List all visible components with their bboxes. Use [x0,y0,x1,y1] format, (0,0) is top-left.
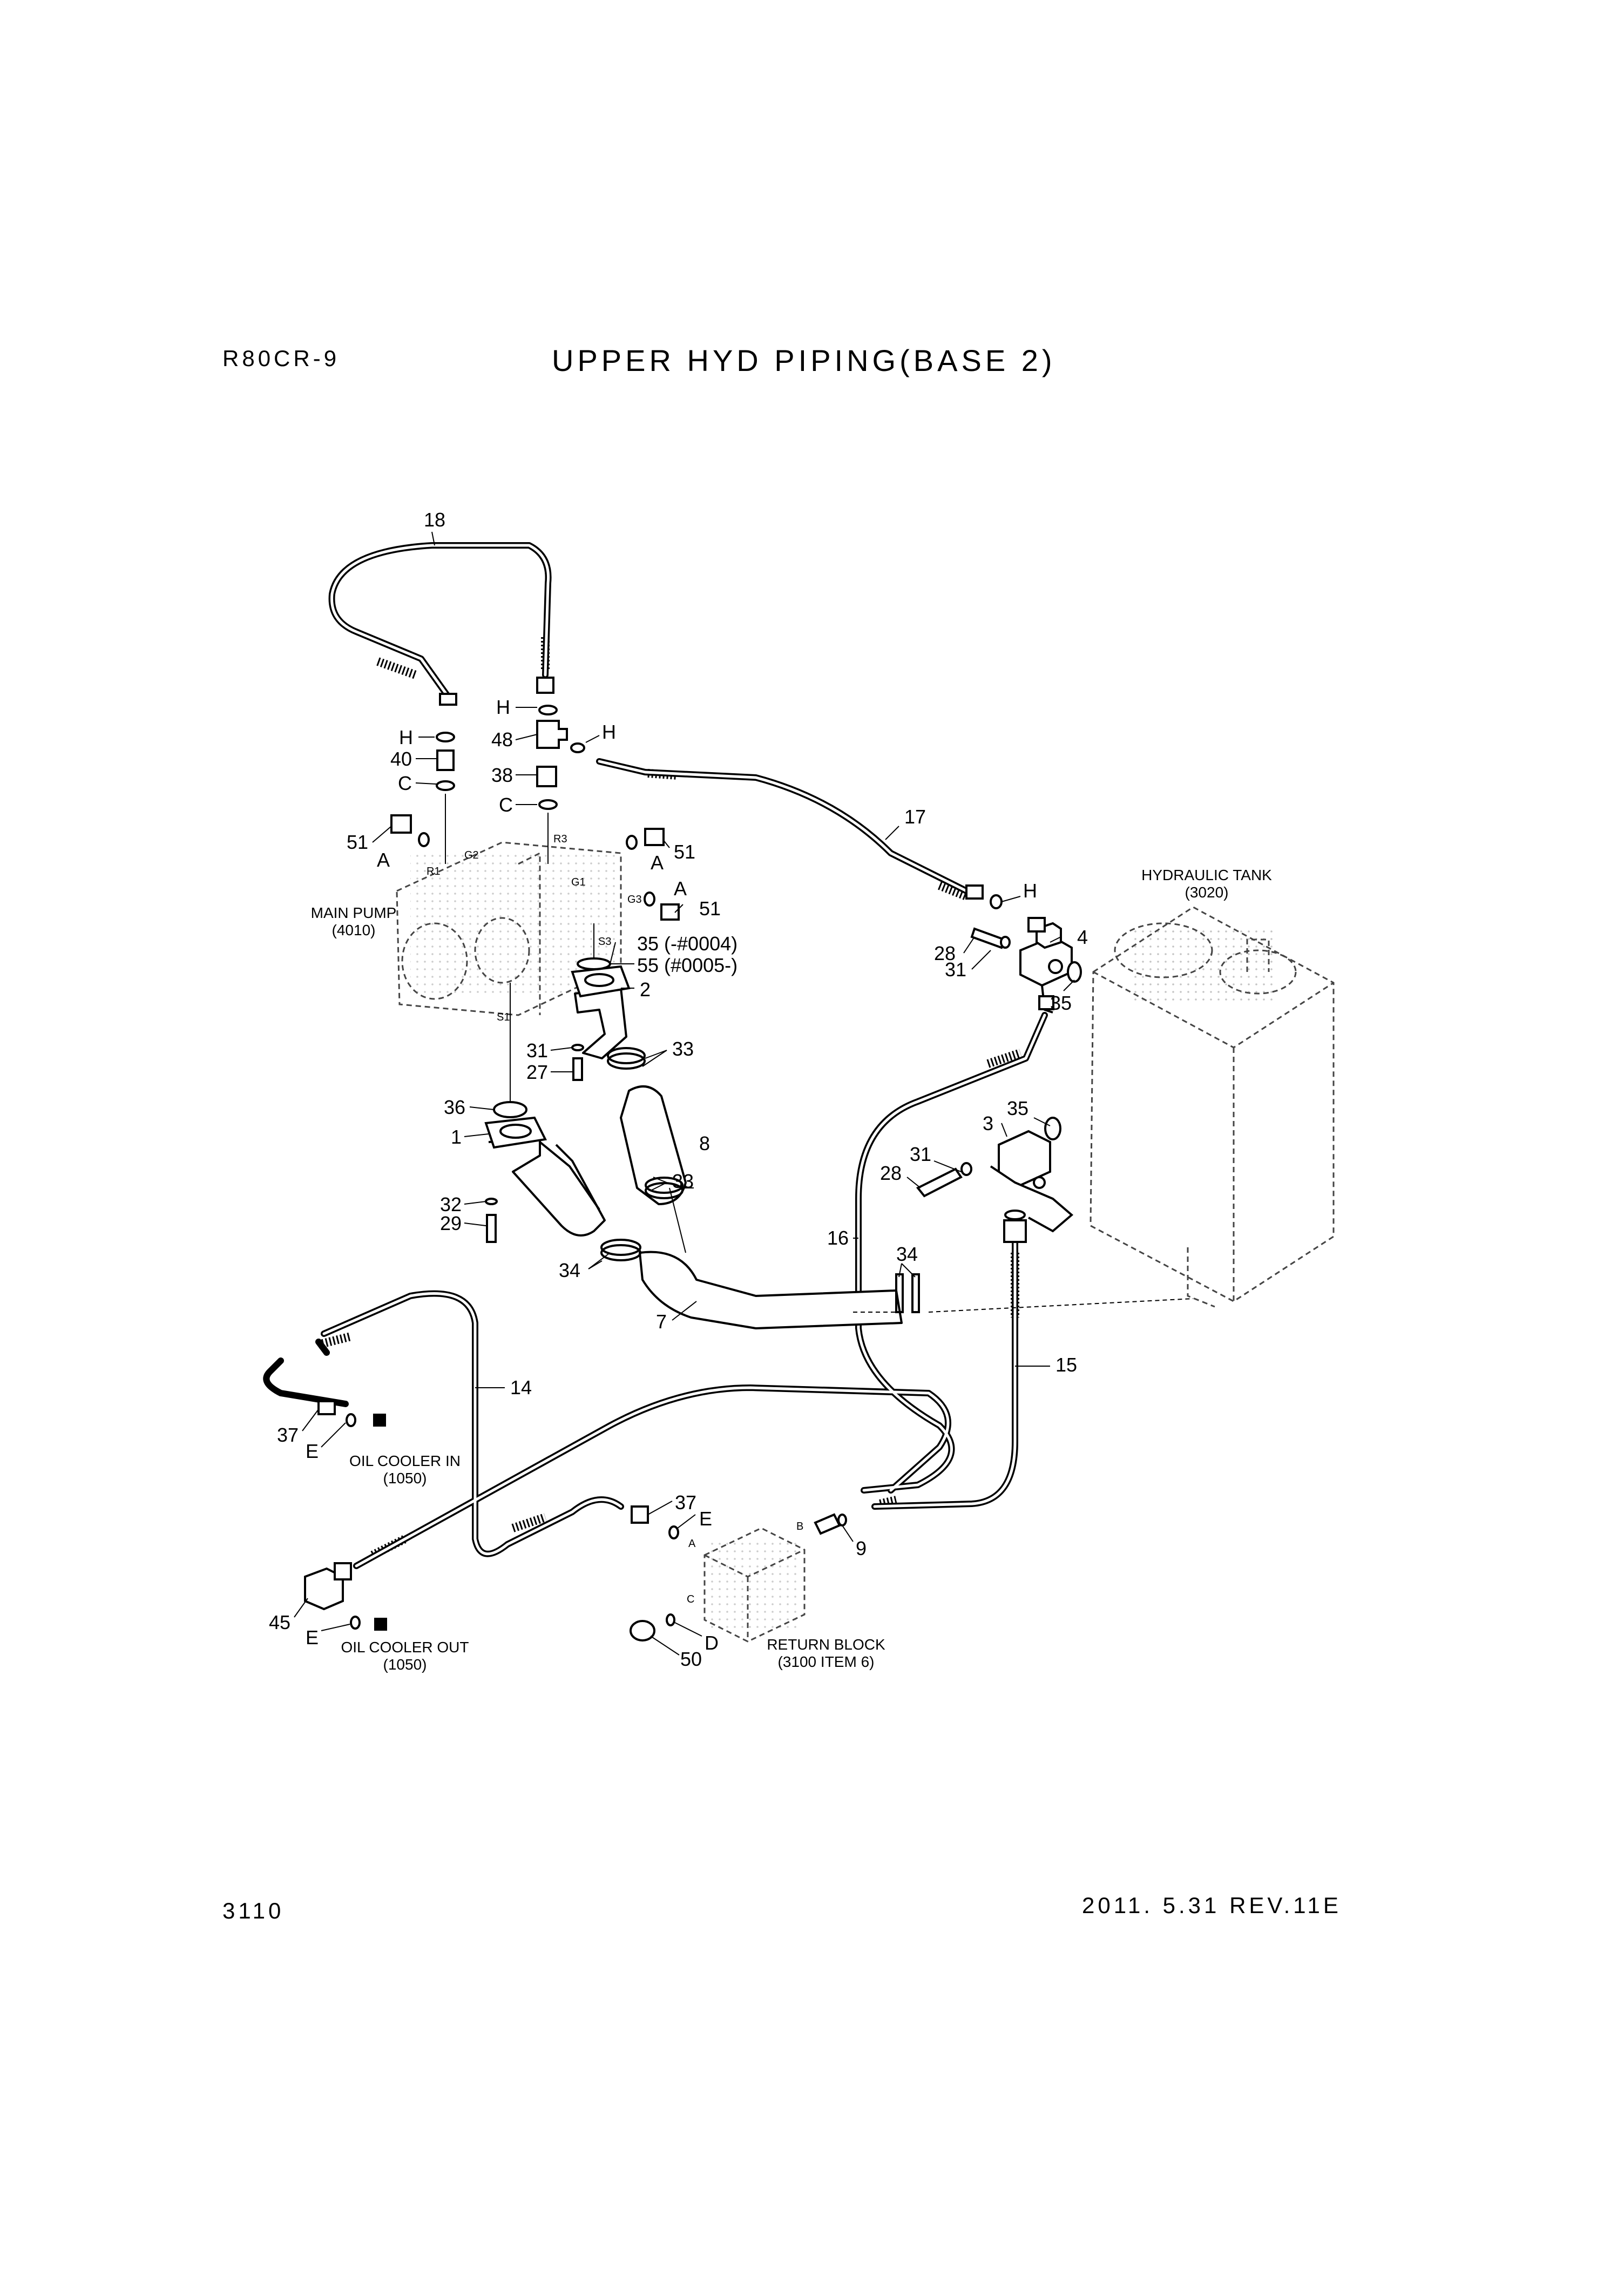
callout-d: D [705,1632,719,1654]
callout-51-left: 51 [347,831,368,853]
hose-18 [328,542,552,700]
callout-h-right: H [602,721,616,743]
callout-1: 1 [451,1126,462,1148]
callout-e-left: E [306,1440,319,1462]
return-block-ref: (3100 ITEM 6) [778,1653,875,1670]
page-title: UPPER HYD PIPING(BASE 2) [552,343,1056,377]
callout-31-upper: 31 [526,1039,548,1062]
port-s1: S1 [497,1011,510,1023]
hydraulic-tank-name: HYDRAULIC TANK [1141,867,1272,883]
callout-c-left: C [398,772,412,794]
pipe-1 [488,1138,606,1237]
callout-34-left: 34 [559,1259,580,1281]
callout-c-right: C [499,794,513,816]
callout-37-left: 37 [277,1424,299,1446]
port-g1: G1 [571,876,586,888]
model-code: R80CR-9 [222,346,340,371]
callout-50: 50 [680,1648,702,1670]
callout-3: 3 [983,1112,993,1134]
port-s3: S3 [598,936,611,948]
part-callouts: 18 H H 40 C 48 H 38 C 51 A A 51 A 51 35 … [269,509,1088,1670]
pipes [488,987,903,1329]
callout-27: 27 [526,1061,548,1083]
block-port-b: B [796,1521,803,1532]
callout-14: 14 [510,1376,532,1399]
oil-cooler-in-name: OIL COOLER IN [349,1453,461,1469]
main-pump-name: MAIN PUMP [311,904,397,921]
component-labels: HYDRAULIC TANK (3020) MAIN PUMP (4010) O… [311,867,1273,1673]
oil-cooler-in-ref: (1050) [383,1470,427,1487]
fittings [304,677,1082,1641]
oil-cooler-out-name: OIL COOLER OUT [341,1639,469,1656]
tee-48 [536,720,568,749]
callout-33-lower: 33 [672,1170,694,1192]
block-texture [710,1539,799,1631]
callout-51-right: 51 [674,841,695,863]
callout-38: 38 [491,764,513,786]
callout-e-lower: E [306,1626,319,1649]
callout-18: 18 [424,509,445,531]
callout-40: 40 [390,748,412,770]
callout-33-upper: 33 [672,1038,694,1060]
port-r1: R1 [427,866,441,877]
hoses [263,542,1048,1569]
valve-4 [1019,922,1073,1014]
hose-cores [322,544,1046,1568]
hose-clamps [600,1047,920,1313]
callout-4: 4 [1077,926,1088,948]
pipe-7 [639,1251,903,1329]
callout-h-valve: H [1023,880,1037,902]
callout-31-lower: 31 [910,1143,931,1165]
hydraulic-tank-ref: (3020) [1185,884,1229,901]
callout-37-right: 37 [675,1491,696,1514]
block-port-c: C [687,1593,694,1605]
callout-a-right-lower: A [674,877,687,900]
callout-55-range: 55 (#0005-) [637,954,737,976]
callout-h-left: H [399,726,413,748]
port-g3: G3 [627,894,642,906]
callout-45: 45 [269,1611,290,1633]
callout-36: 36 [444,1096,465,1118]
callout-31-middle: 31 [945,958,966,981]
callout-51-lower: 51 [699,897,721,920]
callout-2: 2 [640,978,651,1001]
callout-7: 7 [656,1310,667,1333]
hose-8 [620,1085,687,1205]
callout-35-lower: 35 [1007,1097,1028,1119]
callout-35-upper: 35 [1050,992,1072,1014]
callout-h-top: H [496,696,510,718]
callout-35-range: 35 (-#0004) [637,933,737,955]
pipe-2 [574,987,627,1059]
callout-32: 32 [440,1193,462,1215]
port-g2: G2 [464,849,479,861]
port-labels: G2 R1 R3 G1 G3 S3 S1 A B C [427,833,803,1605]
revision-date: 2011. 5.31 REV.11E [1082,1893,1342,1918]
flanges [484,965,631,1149]
callout-28-lower: 28 [880,1162,902,1184]
tank-texture [1134,929,1274,1004]
callout-9: 9 [856,1537,867,1559]
callout-e-right: E [699,1508,712,1530]
page-number: 3110 [222,1898,285,1923]
leader-lines [294,531,1194,1656]
callout-8: 8 [699,1132,710,1154]
callout-17: 17 [904,806,926,828]
valve-3 [990,1130,1074,1233]
callout-a-left: A [377,849,390,871]
callout-29: 29 [440,1212,462,1234]
callout-34-right: 34 [896,1243,918,1265]
callout-15: 15 [1055,1354,1077,1376]
callout-48: 48 [491,728,513,751]
main-pump-ref: (4010) [332,922,376,938]
port-r3: R3 [553,833,567,845]
block-port-a: A [688,1538,696,1550]
oil-cooler-out-ref: (1050) [383,1656,427,1673]
pipe-1-tail [539,1141,600,1211]
callout-a-right: A [651,852,664,874]
callout-28-upper: 28 [934,942,956,964]
callout-16: 16 [827,1227,849,1249]
return-block-name: RETURN BLOCK [767,1636,885,1653]
